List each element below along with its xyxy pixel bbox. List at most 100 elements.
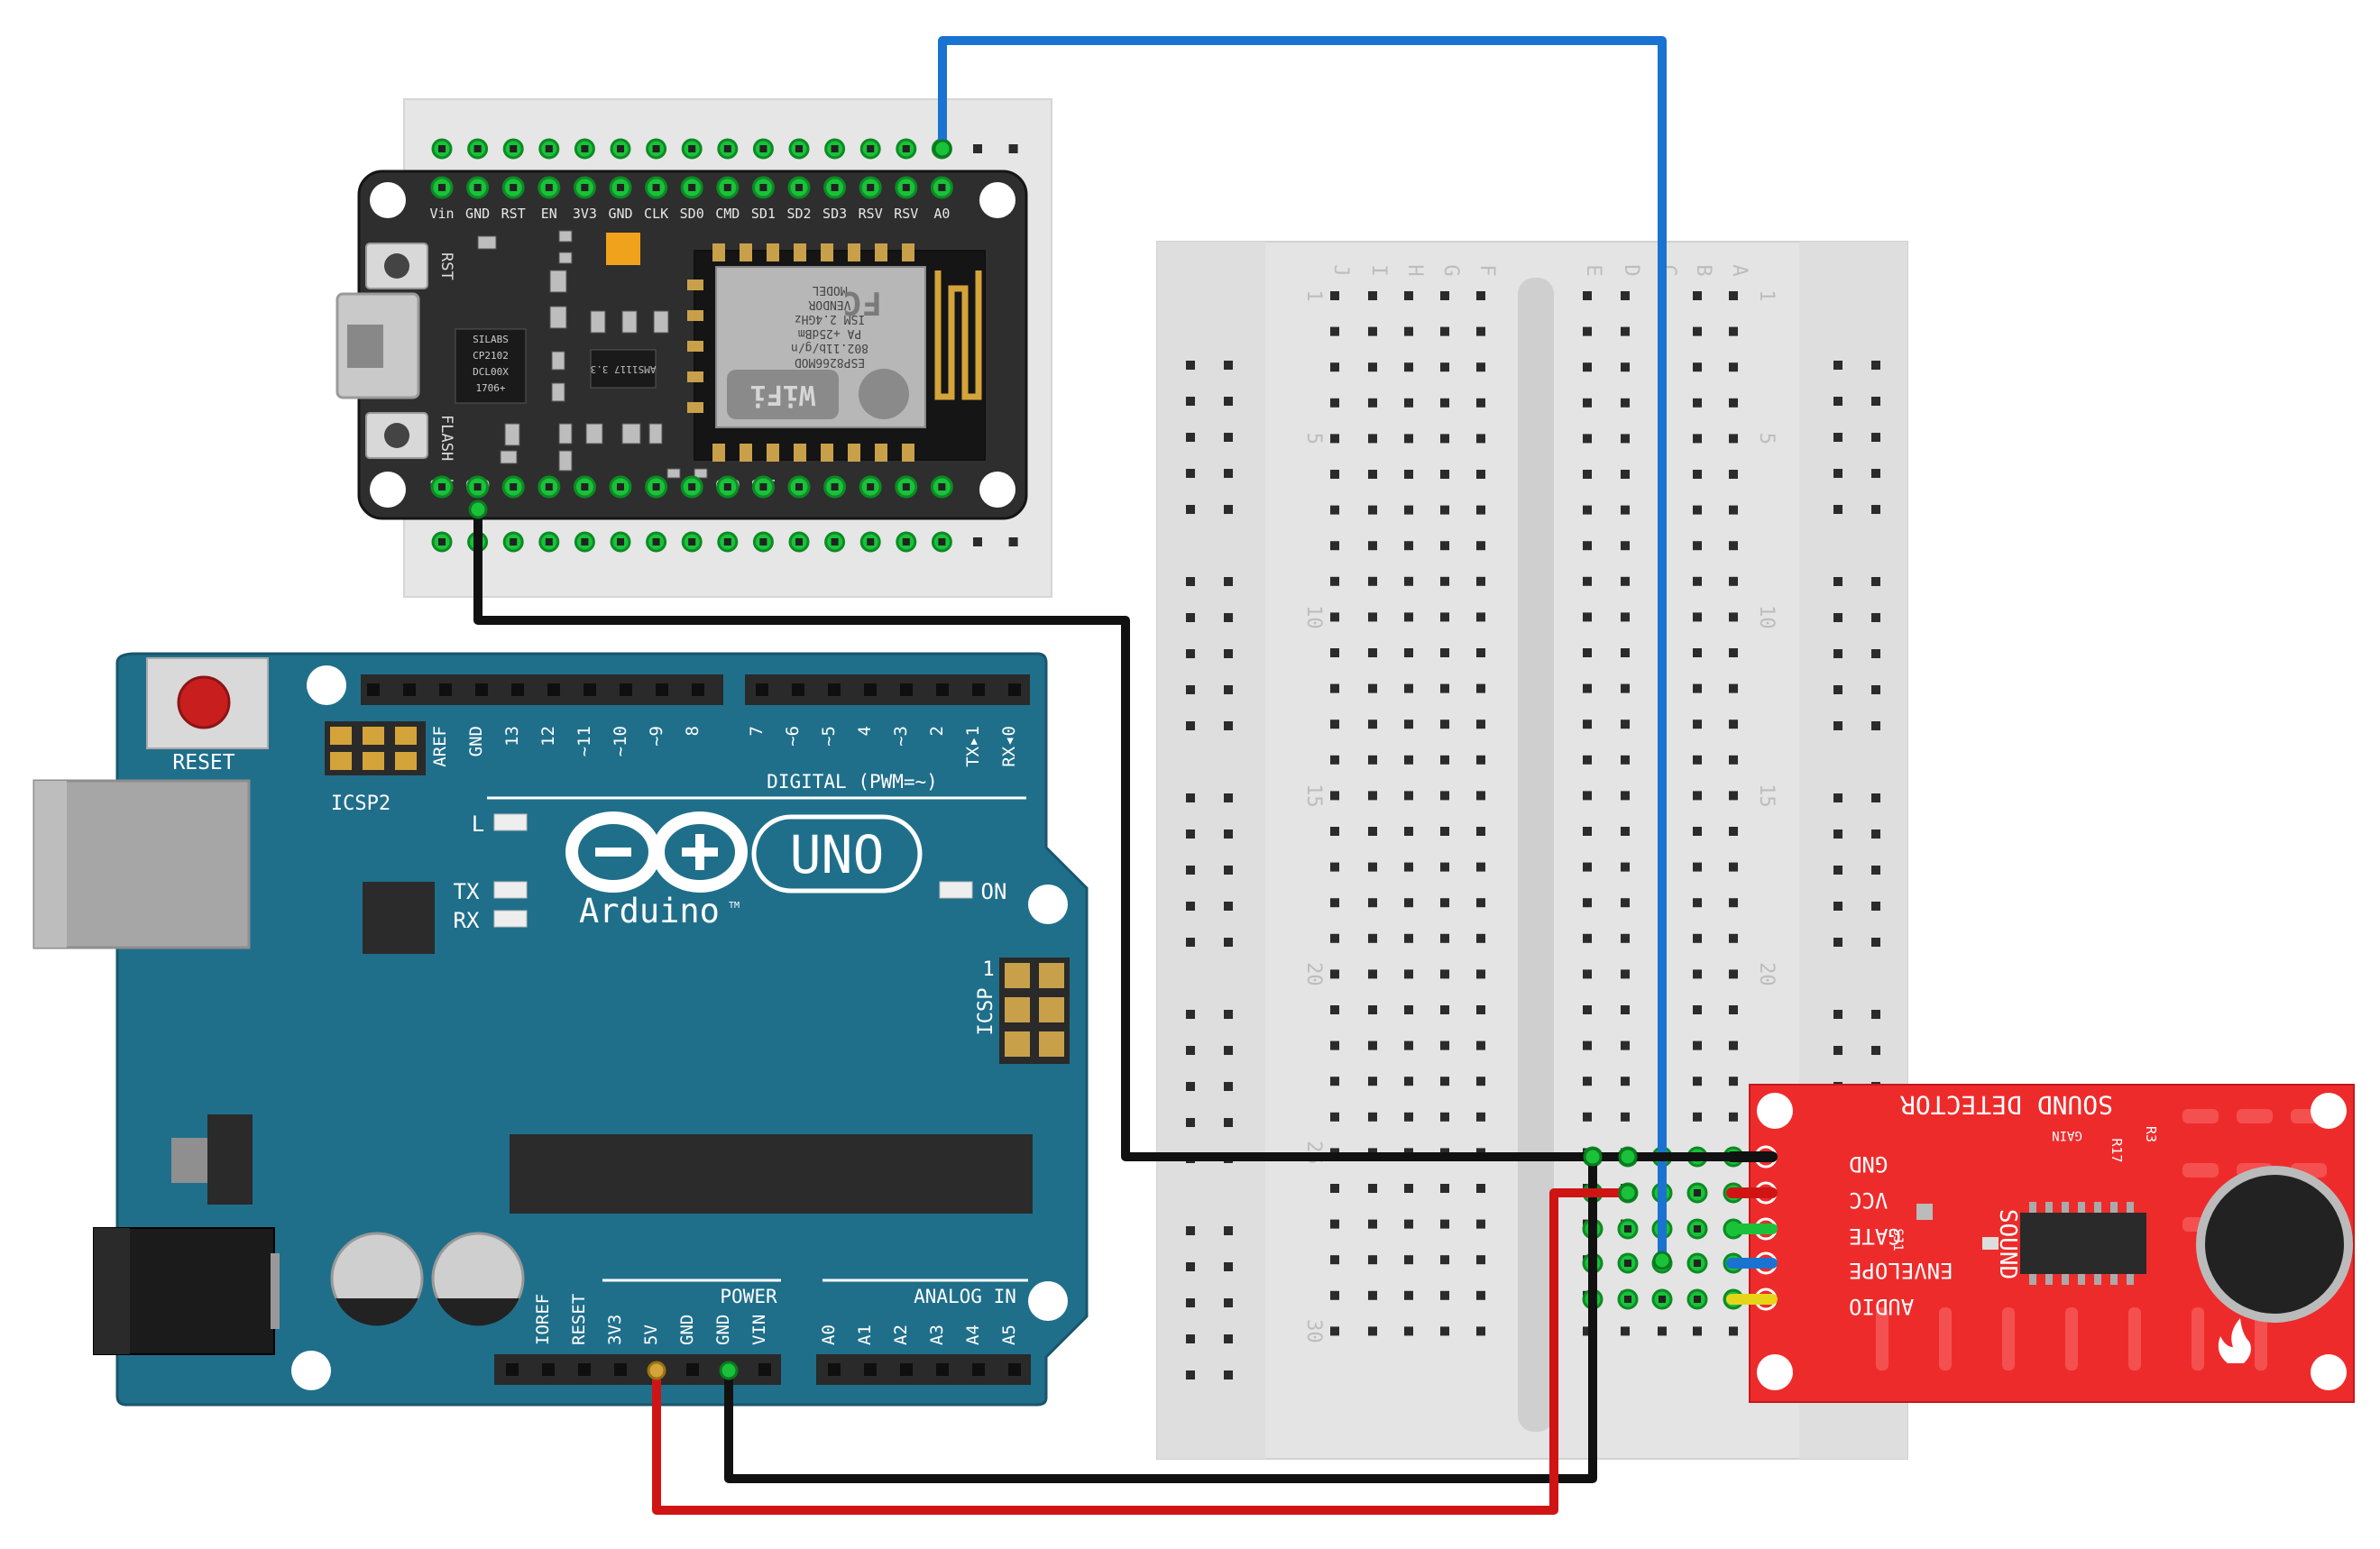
breadboard-hole (1404, 862, 1413, 872)
header-pin (1008, 1363, 1021, 1376)
digital-pin-label: ~9 (647, 726, 666, 747)
breadboard-hole (1621, 755, 1630, 765)
breadboard-hole (1621, 1112, 1630, 1122)
breadboard-hole (1368, 862, 1377, 872)
digital-header-pin (403, 683, 416, 696)
breadboard-hole (1404, 1255, 1413, 1265)
breadboard-hole (1440, 1290, 1449, 1300)
analog-pin-label: A5 (999, 1324, 1019, 1345)
breadboard-rail-hole (1833, 469, 1842, 478)
wire-endpoints (468, 139, 1672, 1380)
breadboard-hole (1693, 683, 1702, 693)
breadboard-hole (1693, 969, 1702, 979)
breadboard-hole (1476, 755, 1485, 765)
digital-pin-label: ~5 (819, 726, 839, 747)
breadboard-hole (1729, 969, 1738, 979)
capacitor-yellow (606, 233, 640, 265)
breadboard-hole (1621, 505, 1630, 515)
mount-hole (1028, 884, 1068, 924)
mini-breadboard-hole (652, 538, 660, 545)
breadboard-hole (1368, 291, 1377, 300)
breadboard-rail-hole (1224, 1298, 1233, 1307)
icsp-pin (1039, 997, 1064, 1022)
breadboard-rail-hole (1186, 469, 1195, 478)
breadboard-row-number: 10 (1302, 605, 1325, 629)
mini-breadboard-hole (688, 538, 696, 545)
digital-pin-label: 2 (927, 726, 947, 736)
breadboard-hole (1729, 648, 1738, 657)
breadboard-hole (1330, 612, 1339, 622)
breadboard-hole (1694, 1225, 1701, 1233)
breadboard-hole (1440, 969, 1449, 979)
breadboard-hole (1330, 1290, 1339, 1300)
smd-component (504, 423, 520, 446)
breadboard-hole (1693, 720, 1702, 729)
mount-hole (2311, 1093, 2347, 1129)
reset-button[interactable] (177, 675, 231, 729)
breadboard-rail-hole (1186, 433, 1195, 442)
smd-component (549, 306, 567, 329)
smd-component (558, 450, 573, 472)
mount-hole (370, 472, 406, 508)
breadboard-rail-hole (1871, 829, 1880, 839)
pcb-trace (2182, 1163, 2219, 1178)
mini-breadboard-hole (831, 538, 839, 545)
breadboard-hole (1729, 755, 1738, 765)
regulator-label: AMS1117 3.3 (591, 363, 657, 375)
digital-header-pin (864, 683, 877, 696)
digital-pin-label: GND (466, 726, 486, 756)
digital-header-pin (1008, 683, 1021, 696)
breadboard-hole (1368, 933, 1377, 943)
sound-detector-title: SOUND DETECTOR (1900, 1090, 2113, 1120)
header-pin (900, 1363, 913, 1376)
smd-component (694, 468, 708, 479)
icsp2-label: ICSP2 (331, 793, 391, 815)
power-pin-label: 3V3 (605, 1315, 625, 1345)
breadboard-hole (1440, 541, 1449, 551)
breadboard-hole (1476, 1184, 1485, 1193)
breadboard-hole (1729, 434, 1738, 444)
breadboard-hole (1729, 827, 1738, 836)
breadboard-hole (1404, 1005, 1413, 1014)
digital-header-pin (792, 683, 804, 696)
breadboard-rail-hole (1871, 1046, 1880, 1055)
nodemcu-pin-hole (652, 483, 660, 490)
flash-button-cap (384, 423, 409, 448)
antenna-trace (934, 270, 982, 400)
nodemcu-pin-hole (438, 483, 446, 490)
mini-breadboard-hole (545, 145, 553, 152)
nodemcu-top-pin-label: CLK (644, 206, 668, 222)
breadboard-hole (1404, 1077, 1413, 1086)
nodemcu-pin-hole (581, 483, 589, 490)
opamp-leg (2110, 1274, 2118, 1285)
digital-header-pin (439, 683, 452, 696)
nodemcu-pin-hole (617, 483, 624, 490)
nodemcu-pin-hole (938, 483, 946, 490)
smd-component (648, 423, 663, 445)
reset-label: RESET (172, 751, 234, 774)
mini-breadboard-hole (617, 145, 624, 152)
breadboard-hole (1404, 648, 1413, 657)
breadboard-rail-hole (1871, 433, 1880, 442)
breadboard-hole (1694, 1189, 1701, 1196)
breadboard-hole (1729, 683, 1738, 693)
breadboard-left-rail (1157, 242, 1265, 1459)
breadboard-rail-hole (1224, 721, 1233, 730)
breadboard-rail-hole (1224, 577, 1233, 586)
mini-breadboard-hole (795, 538, 803, 545)
breadboard-hole (1476, 576, 1485, 586)
breadboard-hole (1621, 1077, 1630, 1086)
breadboard-hole (1729, 862, 1738, 872)
esp-pad (794, 243, 806, 261)
breadboard-hole (1404, 576, 1413, 586)
mini-breadboard-hole (723, 538, 731, 545)
breadboard-hole (1583, 683, 1592, 693)
nodemcu-pin-hole (759, 483, 767, 490)
breadboard-hole (1330, 1219, 1339, 1229)
breadboard-hole (1659, 1296, 1666, 1303)
mini-breadboard-hole (723, 145, 731, 152)
breadboard-hole (1368, 648, 1377, 657)
breadboard-hole (1440, 1255, 1449, 1265)
arduino-logo-tm: TM (729, 901, 740, 911)
